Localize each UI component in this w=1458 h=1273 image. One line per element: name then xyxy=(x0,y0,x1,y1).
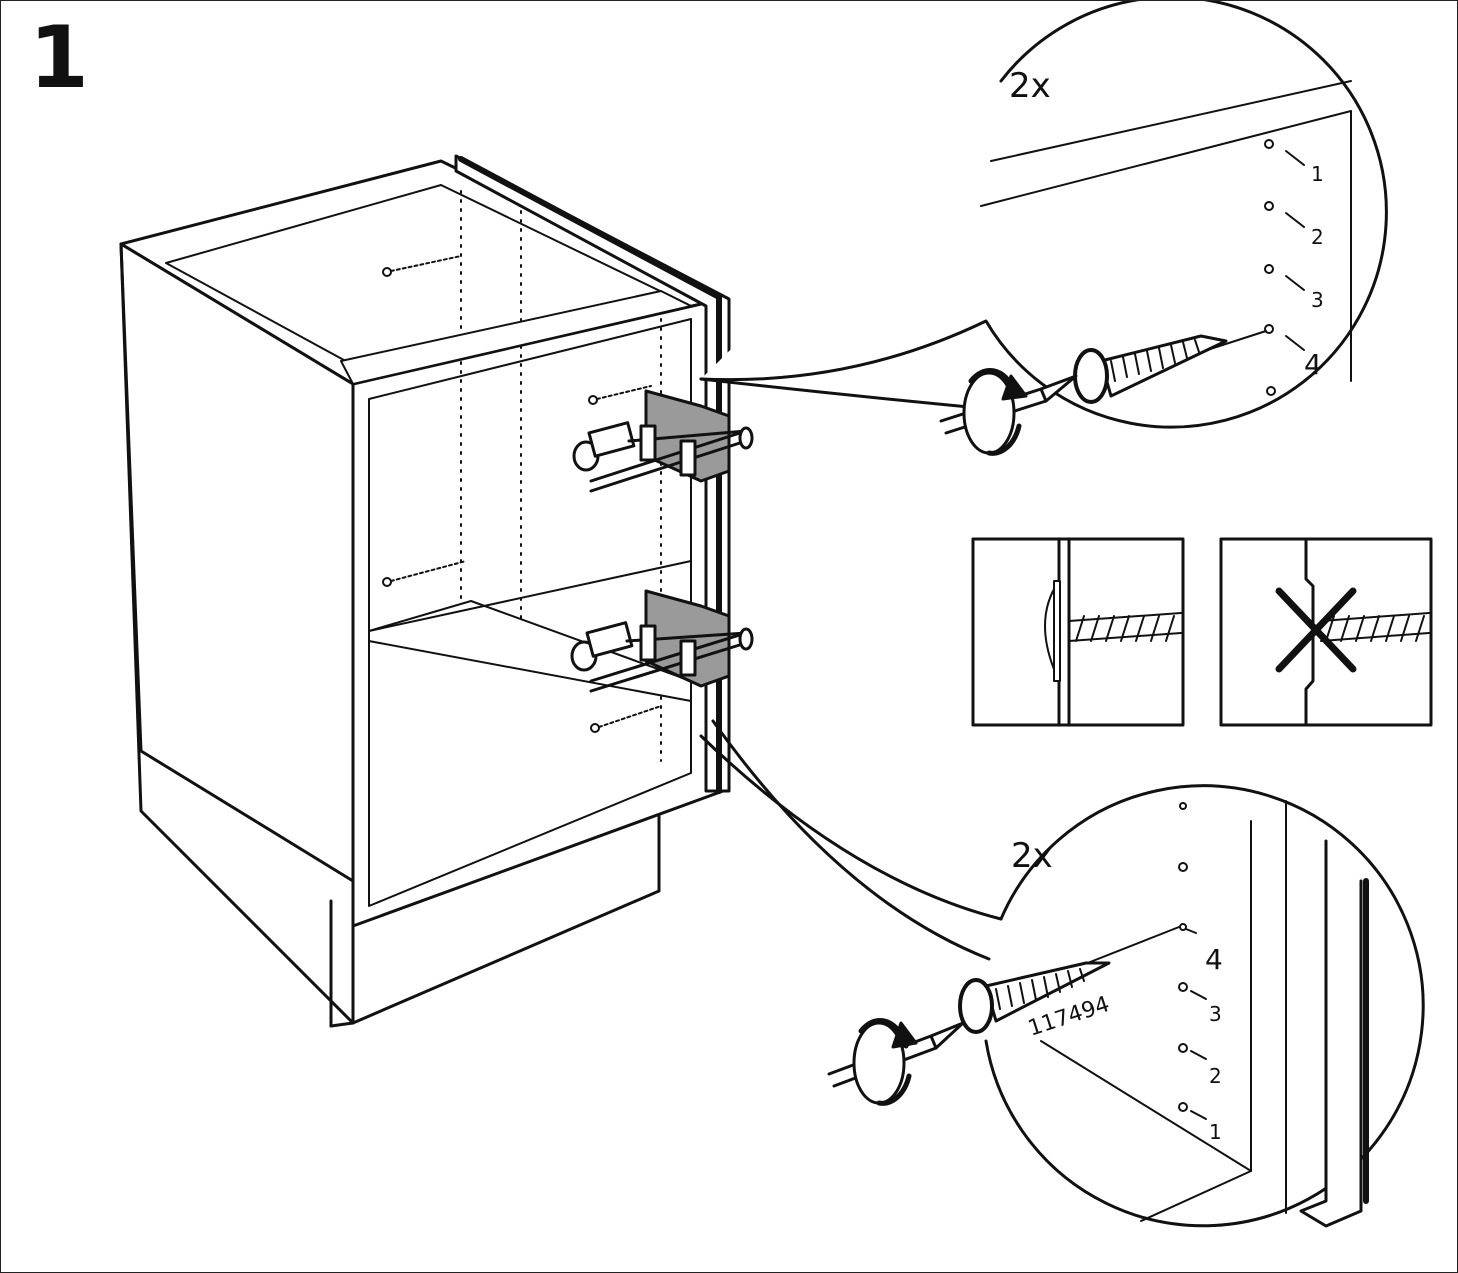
bottom-detail-quantity: 2x xyxy=(1011,836,1053,876)
bottom-hole-label-3: 3 xyxy=(1209,1002,1222,1026)
bottom-hole-label-1: 1 xyxy=(1209,1120,1222,1144)
top-detail xyxy=(699,1,1388,456)
bottom-hole-label-4: 4 xyxy=(1205,943,1223,976)
correct-screw-panel xyxy=(971,537,1185,727)
top-hole-label-1: 1 xyxy=(1311,162,1324,186)
top-hole-label-2: 2 xyxy=(1311,225,1324,249)
cabinet-screw-marks xyxy=(382,255,662,733)
clamp-top xyxy=(572,389,754,493)
top-detail-quantity: 2x xyxy=(1009,66,1051,106)
bottom-hole-label-2: 2 xyxy=(1209,1064,1222,1088)
clamp-bottom xyxy=(570,589,754,693)
cabinet xyxy=(119,154,731,1028)
top-hole-label-4: 4 xyxy=(1304,348,1322,381)
step-number: 1 xyxy=(29,8,89,108)
x-mark-stroke-2 xyxy=(1275,587,1357,673)
bottom-detail xyxy=(699,719,1425,1228)
top-hole-label-3: 3 xyxy=(1311,288,1324,312)
incorrect-screw-panel xyxy=(1219,537,1433,727)
